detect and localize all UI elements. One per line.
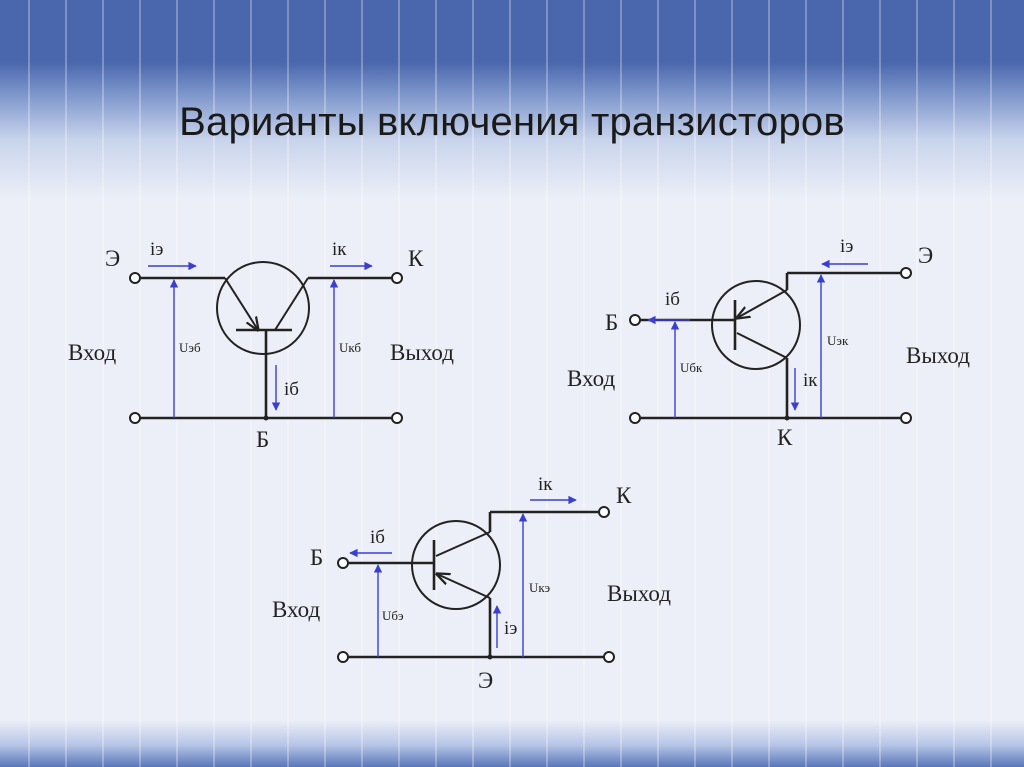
circuit-common-emitter: Б К Э Вход Выход iб iк iэ Uбэ Uкэ <box>272 474 671 693</box>
collector-lead <box>435 531 491 557</box>
terminal <box>598 506 610 518</box>
current-label: iэ <box>150 239 163 260</box>
terminal-label: Э <box>918 243 933 268</box>
terminal-label: К <box>777 425 793 450</box>
terminal <box>391 272 403 284</box>
current-label: iэ <box>840 236 853 257</box>
output-label: Выход <box>607 581 671 606</box>
input-label: Вход <box>68 340 116 365</box>
input-label: Вход <box>567 366 615 391</box>
transistor-body <box>411 520 501 610</box>
circuit-common-base: Э К Б Вход Выход iэ iк iб Uэб Uкб <box>68 239 454 452</box>
terminal-label: Э <box>478 668 493 693</box>
terminal <box>129 272 141 284</box>
voltage-label: Uкэ <box>529 580 551 595</box>
terminal-label: К <box>616 483 632 508</box>
terminal-label: Б <box>256 427 269 452</box>
junction-dot <box>487 654 493 660</box>
terminal <box>337 651 349 663</box>
voltage-label: Uэк <box>827 333 849 348</box>
collector-lead <box>736 332 788 359</box>
junction-dot <box>263 415 269 421</box>
terminal <box>603 651 615 663</box>
output-label: Выход <box>390 340 454 365</box>
terminal <box>900 267 912 279</box>
current-label: iэ <box>504 618 517 639</box>
current-label: iб <box>665 289 680 310</box>
transistor-body <box>711 280 801 370</box>
input-label: Вход <box>272 597 320 622</box>
terminal <box>129 412 141 424</box>
emitter-lead <box>737 289 788 318</box>
current-label: iк <box>803 370 818 391</box>
terminal-label: Б <box>310 545 323 570</box>
current-label: iк <box>538 474 553 495</box>
terminal <box>337 557 349 569</box>
circuit-common-collector: Б Э К Вход Выход iб iэ iк Uбк Uэк <box>567 236 970 450</box>
terminal <box>629 314 641 326</box>
terminal-label: Э <box>105 246 120 271</box>
transistor-body <box>216 261 310 355</box>
voltage-label: Uбэ <box>382 608 404 623</box>
terminal <box>391 412 403 424</box>
emitter-lead <box>224 277 258 330</box>
current-label: iк <box>332 239 347 260</box>
terminal <box>900 412 912 424</box>
terminal-label: Б <box>605 310 618 335</box>
voltage-label: Uбк <box>680 360 703 375</box>
terminal <box>629 412 641 424</box>
current-label: iб <box>284 379 299 400</box>
collector-lead <box>274 277 309 331</box>
current-label: iб <box>370 527 385 548</box>
voltage-label: Uкб <box>339 340 361 355</box>
terminal-label: К <box>408 246 424 271</box>
emitter-lead <box>437 574 491 599</box>
voltage-label: Uэб <box>179 340 201 355</box>
output-label: Выход <box>906 343 970 368</box>
slide-title: Варианты включения транзисторов <box>179 100 845 144</box>
junction-dot <box>784 415 790 421</box>
